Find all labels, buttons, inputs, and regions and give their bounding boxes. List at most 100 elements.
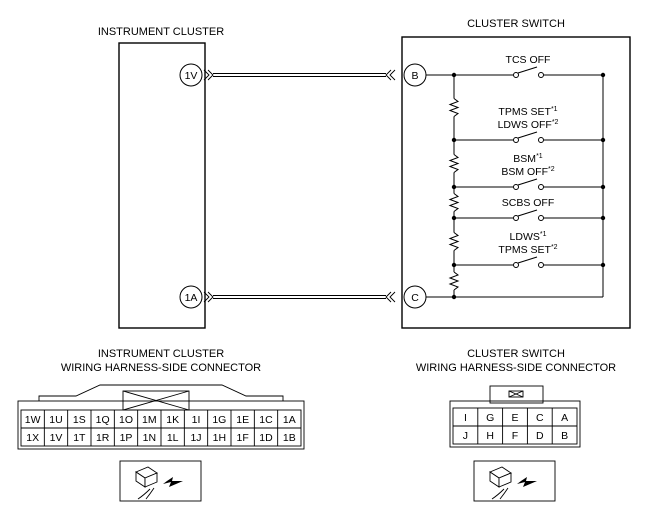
switch-blade	[517, 256, 538, 264]
switch-4: SCBS OFF	[454, 197, 603, 221]
switch-contact	[538, 184, 544, 190]
switch-label: TPMS SET*1	[498, 106, 557, 118]
terminal-label: 1V	[50, 432, 63, 444]
left-connector-cells: 1W 1U 1S 1Q 1O 1M 1K 1I 1G 1E 1C 1A 1X 1V 1T 1R 1P 1N 1L 1J…	[25, 410, 296, 446]
switch-label-note: *2	[551, 244, 558, 251]
terminal-label: 1F	[237, 432, 249, 444]
terminal-label: 1B	[283, 432, 296, 444]
terminal-label: 1C	[259, 414, 273, 426]
switch-contact	[538, 72, 544, 78]
switch-contact	[538, 215, 544, 221]
pin-1a-label: 1A	[185, 292, 198, 304]
switch-contact	[513, 72, 519, 78]
terminal-label: 1A	[283, 414, 296, 426]
terminal-label: 1S	[73, 414, 86, 426]
switch-contact	[513, 262, 519, 268]
cluster-switch-box	[401, 36, 631, 329]
switch-label: SCBS OFF	[502, 197, 555, 209]
cluster-switch-title: CLUSTER SWITCH	[467, 18, 565, 30]
right-connector-face	[449, 385, 581, 448]
resistor	[448, 154, 460, 173]
left-connector-title-1: INSTRUMENT CLUSTER	[98, 348, 224, 360]
resistor	[448, 232, 460, 251]
terminal-label: B	[561, 430, 568, 442]
switch-label-note: *2	[552, 119, 559, 126]
terminal-label: J	[463, 430, 468, 442]
right-connector-title-1: CLUSTER SWITCH	[467, 348, 565, 360]
terminal-label: A	[561, 412, 568, 424]
connector-chevron-c	[385, 291, 396, 303]
switch-label-note: *2	[548, 166, 555, 173]
terminal-label: 1D	[259, 432, 273, 444]
terminal-label: 1Q	[96, 414, 110, 426]
switch-contact	[538, 262, 544, 268]
terminal-label: 1R	[96, 432, 110, 444]
instrument-cluster-box	[118, 42, 206, 329]
terminal-label: I	[464, 412, 467, 424]
terminal-label: 1N	[143, 432, 156, 444]
terminal-label: 1G	[212, 414, 226, 426]
switch-blade	[517, 131, 538, 139]
switch-contact	[513, 184, 519, 190]
terminal-label: 1I	[192, 414, 201, 426]
terminal-label: 1E	[236, 414, 249, 426]
junction-dot	[451, 294, 457, 300]
connector-chevron-b	[385, 69, 396, 81]
switch-label: TCS OFF	[506, 54, 551, 66]
terminal-label: 1M	[142, 414, 157, 426]
terminal-label: 1U	[49, 414, 62, 426]
connector-chevron-1v	[203, 69, 214, 81]
pin-1a-circle	[179, 285, 203, 309]
right-view-icon	[473, 460, 556, 502]
terminal-label: H	[486, 430, 494, 442]
switch-blade	[517, 66, 538, 74]
terminal-label: 1K	[166, 414, 179, 426]
pin-b-label: B	[411, 70, 418, 82]
terminal-label: D	[536, 430, 544, 442]
pin-1v-circle	[179, 63, 203, 87]
left-view-icon	[119, 460, 202, 502]
terminal-label: F	[512, 430, 518, 442]
connector-chevron-1a	[203, 291, 214, 303]
terminal-label: 1O	[119, 414, 133, 426]
terminal-label: E	[511, 412, 518, 424]
terminal-label: 1T	[73, 432, 86, 444]
switch-label: LDWS*1	[510, 231, 547, 243]
resistor	[448, 271, 460, 291]
wire-1v-b	[213, 73, 386, 77]
resistor	[448, 193, 460, 212]
switch-contact	[513, 137, 519, 143]
switch-label: BSM OFF*2	[501, 166, 554, 178]
pin-c-label: C	[411, 292, 419, 304]
terminal-label: 1L	[167, 432, 179, 444]
switch-label: BSM*1	[513, 153, 542, 165]
switch-blade	[517, 209, 538, 217]
resistor-ladder	[448, 72, 606, 300]
switch-label: TPMS SET*2	[498, 244, 557, 256]
resistor	[448, 98, 460, 117]
switch-1: TCS OFF	[454, 54, 603, 78]
terminal-label: G	[486, 412, 494, 424]
switch-contact	[513, 215, 519, 221]
switch-label-note: *1	[536, 153, 543, 160]
terminal-label: 1J	[190, 432, 201, 444]
left-connector-title-2: WIRING HARNESS-SIDE CONNECTOR	[61, 362, 261, 374]
switch-label-note: *1	[540, 231, 547, 238]
wire-1a-c	[213, 295, 386, 299]
terminal-label: 1P	[120, 432, 133, 444]
terminal-label: 1W	[25, 414, 41, 426]
terminal-label: 1H	[213, 432, 226, 444]
right-connector-title-2: WIRING HARNESS-SIDE CONNECTOR	[416, 362, 616, 374]
switch-label-note: *1	[551, 106, 558, 113]
switch-label: LDWS OFF*2	[498, 119, 559, 131]
switch-blade	[517, 178, 538, 186]
instrument-cluster-title: INSTRUMENT CLUSTER	[98, 26, 224, 38]
terminal-label: 1X	[26, 432, 39, 444]
pin-1v-label: 1V	[185, 70, 198, 82]
